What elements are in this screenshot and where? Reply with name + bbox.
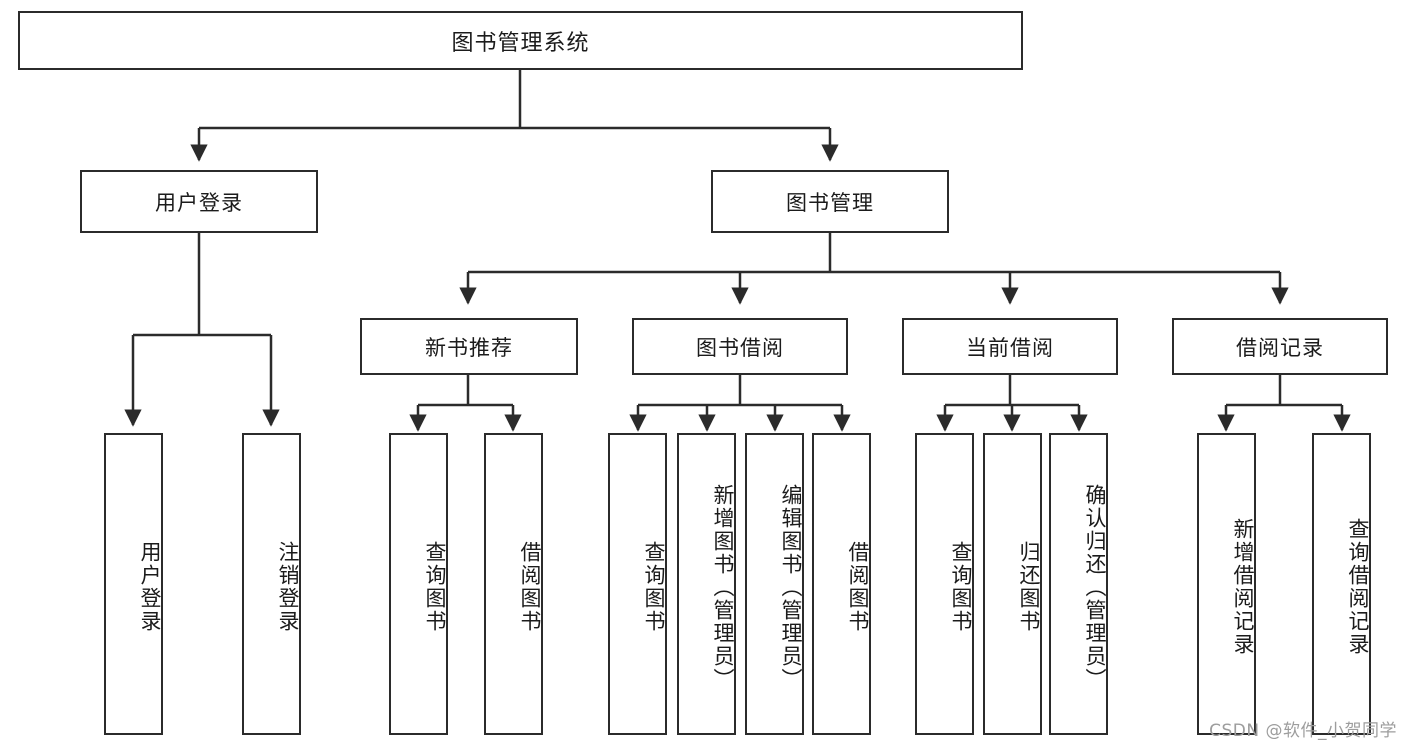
node-label: 图书借阅	[696, 335, 784, 360]
node-label: 查询图书	[949, 541, 973, 633]
node-label: 新增借阅记录	[1231, 518, 1255, 656]
node-new-book-recommend[interactable]: 新书推荐	[360, 318, 578, 375]
node-leaf-return-book[interactable]: 归还图书	[983, 433, 1042, 735]
node-label: 查询图书	[642, 541, 666, 633]
node-label: 编辑图书（管理员）	[779, 483, 803, 691]
node-leaf-logout[interactable]: 注销登录	[242, 433, 301, 735]
node-leaf-query-book-recommend[interactable]: 查询图书	[389, 433, 448, 735]
node-book-management[interactable]: 图书管理	[711, 170, 949, 233]
node-label: 图书管理	[786, 190, 874, 215]
node-leaf-confirm-return-admin[interactable]: 确认归还（管理员）	[1049, 433, 1108, 735]
node-label: 新书推荐	[425, 335, 513, 360]
node-leaf-user-login[interactable]: 用户登录	[104, 433, 163, 735]
node-borrow-record[interactable]: 借阅记录	[1172, 318, 1388, 375]
node-label: 归还图书	[1017, 541, 1041, 633]
node-label: 用户登录	[138, 541, 162, 633]
node-leaf-borrow-book-recommend[interactable]: 借阅图书	[484, 433, 543, 735]
node-label: 注销登录	[276, 541, 300, 633]
node-leaf-edit-book-admin[interactable]: 编辑图书（管理员）	[745, 433, 804, 735]
node-leaf-query-book-borrow[interactable]: 查询图书	[608, 433, 667, 735]
node-label: 借阅图书	[846, 541, 870, 633]
node-leaf-add-book-admin[interactable]: 新增图书（管理员）	[677, 433, 736, 735]
node-label: 图书管理系统	[451, 30, 590, 56]
node-label: 借阅记录	[1236, 335, 1324, 360]
node-book-borrow[interactable]: 图书借阅	[632, 318, 848, 375]
node-label: 查询借阅记录	[1346, 518, 1370, 656]
node-root-book-management-system[interactable]: 图书管理系统	[18, 11, 1023, 70]
node-label: 借阅图书	[518, 541, 542, 633]
node-label: 新增图书（管理员）	[711, 483, 735, 691]
node-leaf-query-borrow-record[interactable]: 查询借阅记录	[1312, 433, 1371, 735]
node-label: 查询图书	[423, 541, 447, 633]
node-label: 当前借阅	[966, 335, 1054, 360]
node-leaf-query-book-current[interactable]: 查询图书	[915, 433, 974, 735]
node-label: 用户登录	[155, 190, 243, 215]
csdn-watermark: CSDN @软件_小贺同学	[1209, 721, 1397, 741]
node-label: 确认归还（管理员）	[1083, 483, 1107, 691]
node-user-login[interactable]: 用户登录	[80, 170, 318, 233]
node-leaf-borrow-book[interactable]: 借阅图书	[812, 433, 871, 735]
node-leaf-add-borrow-record[interactable]: 新增借阅记录	[1197, 433, 1256, 735]
node-current-borrow[interactable]: 当前借阅	[902, 318, 1118, 375]
